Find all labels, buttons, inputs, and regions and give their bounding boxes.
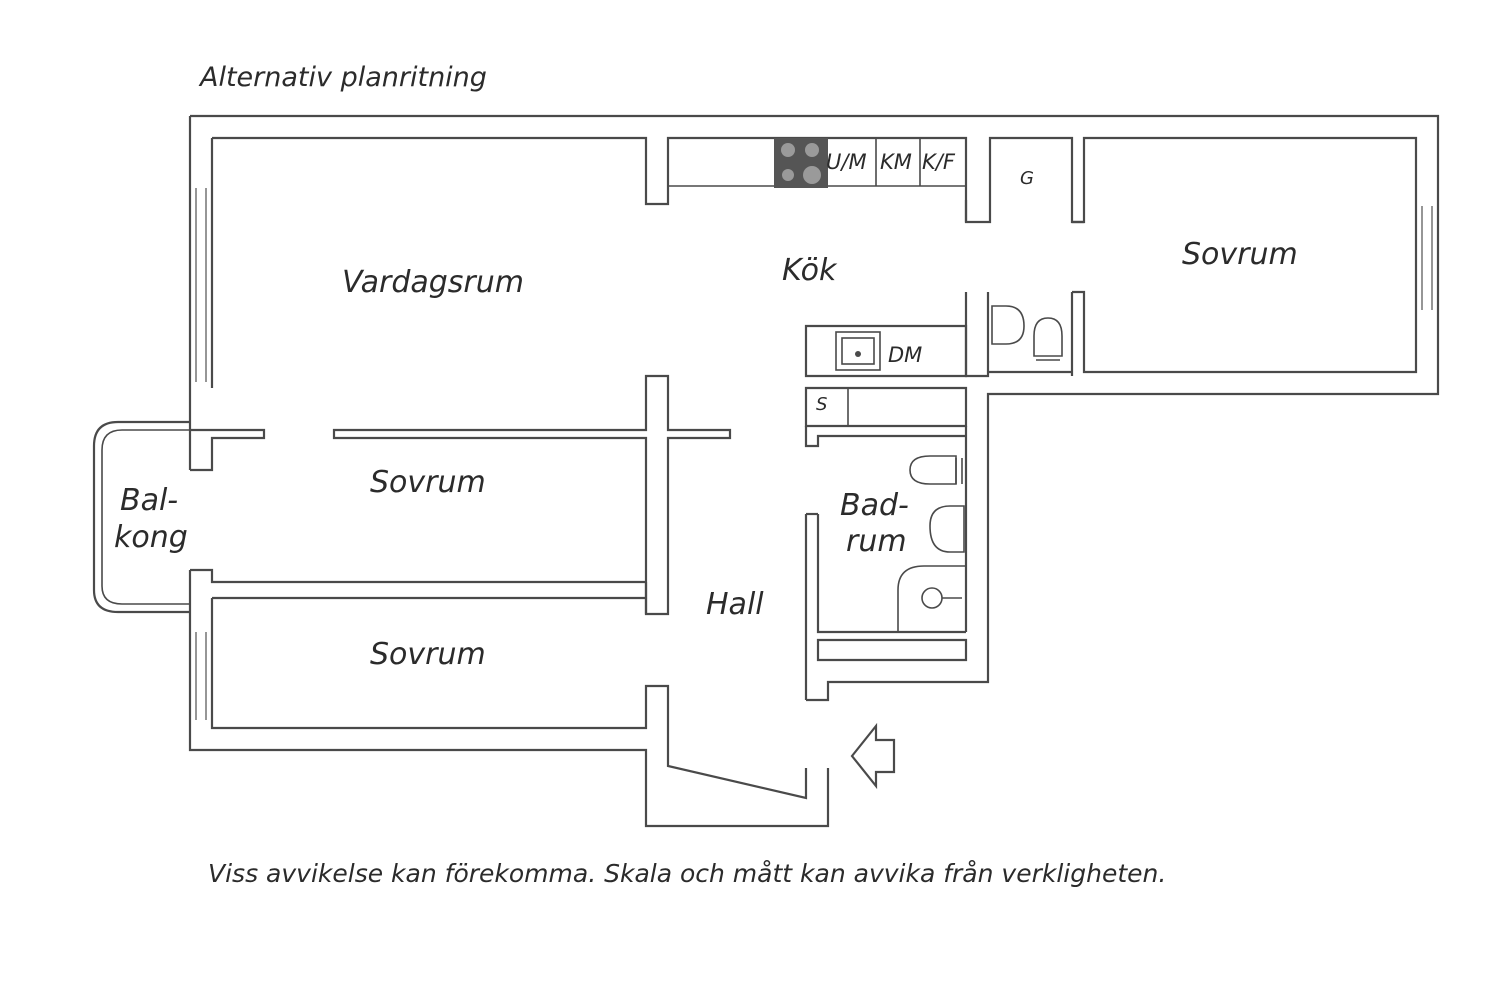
room-label-balkong-2: kong [114,520,188,555]
room-label-vardagsrum: Vardagsrum [342,265,524,300]
label-dm: DM [888,343,922,367]
counter-dividers [875,138,921,186]
walls [92,114,1440,828]
room-label-hall: Hall [706,587,764,622]
label-s: S [816,394,827,415]
plan-title: Alternativ planritning [198,62,487,93]
room-label-badrum-1: Bad- [840,488,909,523]
entrance-arrow-icon [850,722,896,790]
toilet-icon [991,305,1063,361]
shower-icon [897,565,966,632]
washbasin-icon [909,455,965,553]
room-label-kok: Kök [782,253,838,288]
label-km: KM [880,150,912,174]
room-label-sovrum-east: Sovrum [1182,237,1298,272]
label-kf: K/F [922,150,956,174]
room-label-badrum-2: rum [846,524,907,559]
windows [195,188,1433,720]
label-g: G [1020,168,1034,189]
room-label-sovrum-south: Sovrum [370,637,486,672]
sink-icon [835,331,881,371]
footer-note: Viss avvikelse kan förekomma. Skala och … [208,859,1166,888]
label-um: U/M [826,150,867,174]
room-label-sovrum-middle: Sovrum [370,465,486,500]
stove-icon [774,138,828,188]
room-label-balkong-1: Bal- [120,483,178,518]
